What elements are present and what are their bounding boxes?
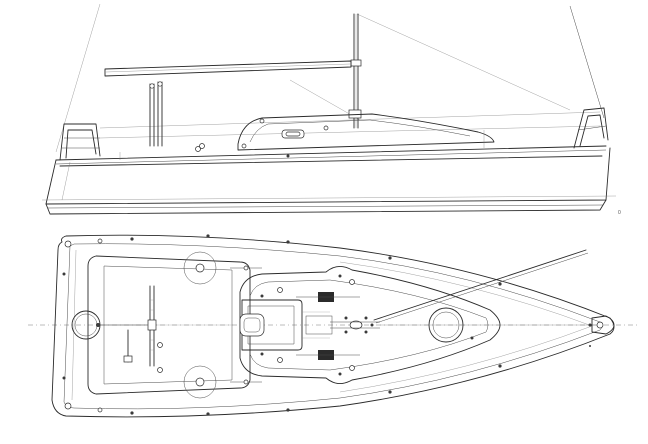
- forestay-line: [569, 5, 605, 119]
- winch: [195, 146, 201, 152]
- stern-pulpit: [59, 123, 101, 161]
- traveler-car: [147, 319, 157, 331]
- coachroof: [195, 113, 495, 158]
- winch-base: [183, 365, 217, 399]
- deck-hardware: [230, 265, 360, 385]
- cleat: [157, 342, 163, 348]
- deck-edge: [63, 243, 603, 410]
- mast-base: [330, 316, 380, 334]
- mast: [348, 13, 362, 129]
- deck-plan-view: [28, 234, 638, 418]
- winch: [195, 377, 205, 387]
- stern-fittings: [62, 238, 217, 413]
- jib-leech-line: [356, 13, 571, 111]
- spinnaker-pole: [373, 249, 600, 326]
- tiller-grip: [123, 355, 133, 363]
- winch-base: [183, 251, 217, 285]
- mainsheet-traveler: [96, 285, 157, 367]
- gooseneck-fitting: [350, 59, 362, 67]
- mast-base-winch: [348, 109, 362, 119]
- hatch-slide: [239, 313, 265, 337]
- rigging: [55, 3, 605, 153]
- deck-sheer: [55, 130, 607, 167]
- winch: [195, 263, 205, 273]
- deck-fitting: [323, 125, 329, 131]
- side-elevation-view: 0: [41, 3, 621, 216]
- tiller: [123, 329, 163, 373]
- hatch-handle: [259, 118, 265, 124]
- bow-fitting: [588, 315, 615, 347]
- boom: [104, 60, 352, 77]
- stanchion-bases: [130, 234, 502, 416]
- post-cap: [149, 83, 155, 89]
- cleat: [349, 279, 355, 285]
- post-cap: [157, 81, 163, 87]
- cleat: [349, 365, 355, 371]
- stern-posts: [149, 81, 163, 147]
- hull-outline: [51, 234, 615, 418]
- lifeline-upper: [99, 111, 601, 129]
- hull-side: [41, 147, 617, 215]
- bow-pulpit: [573, 107, 609, 149]
- vang-line: [289, 79, 361, 121]
- winch: [199, 143, 205, 149]
- side-view-marker: 0: [618, 210, 621, 216]
- companionway: [239, 299, 333, 351]
- cockpit-outline: [87, 255, 251, 395]
- cleat: [157, 367, 163, 373]
- lifeline-lower: [99, 125, 601, 139]
